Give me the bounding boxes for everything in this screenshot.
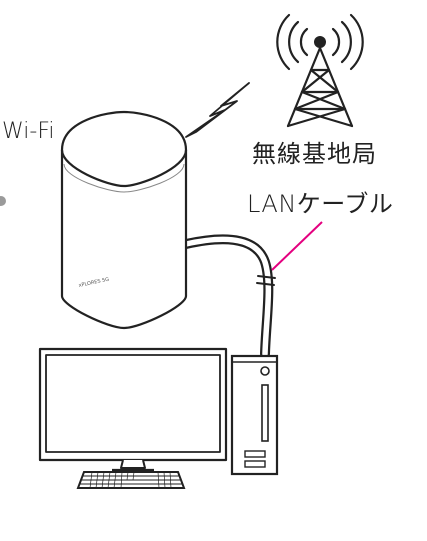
keyboard-icon [76,471,186,489]
base-station-label: 無線基地局 [252,140,377,168]
wifi-label: Wi-Fi [2,119,55,144]
lan-cable [181,234,276,359]
radio-tower-icon [276,13,364,128]
desktop-pc-icon [230,354,279,476]
wifi-router-icon [60,110,188,330]
lightning-signal-icon [185,82,250,138]
lan-cable-label: LANケーブル [247,190,394,218]
monitor-icon [38,347,228,472]
edge-dot [0,196,6,206]
cable-leader-line [271,221,323,271]
